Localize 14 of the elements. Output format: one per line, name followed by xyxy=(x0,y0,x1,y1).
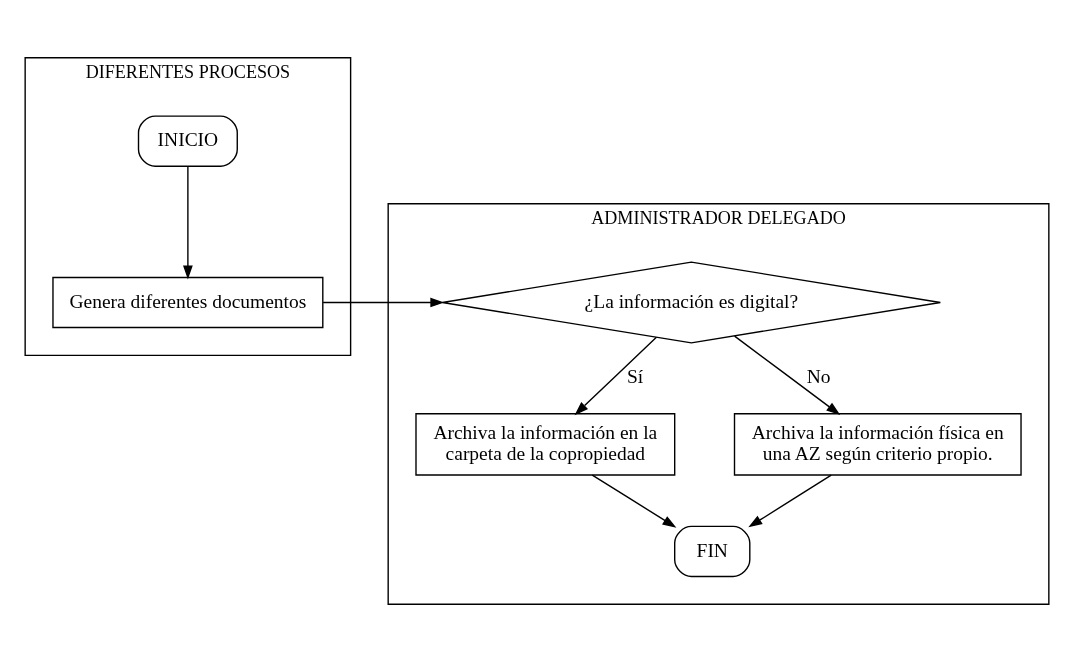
arrow xyxy=(748,474,832,528)
edge-label: No xyxy=(806,366,831,388)
arrow xyxy=(591,474,677,528)
arrow xyxy=(574,336,658,416)
edge-label: Sí xyxy=(626,366,644,388)
arrow xyxy=(322,297,445,308)
node-box: INICIO xyxy=(137,115,238,167)
arrow xyxy=(183,165,193,280)
node-box: Archiva la información física en una AZ según criterio propio. xyxy=(733,413,1022,476)
node-diamond: ¿La información es digital? xyxy=(441,261,942,344)
node-box: Archiva la información en la carpeta de la copropiedad xyxy=(415,413,676,476)
arrow xyxy=(733,335,841,415)
node-box: FIN xyxy=(674,525,751,578)
node-box: Genera diferentes documentos xyxy=(52,276,324,329)
